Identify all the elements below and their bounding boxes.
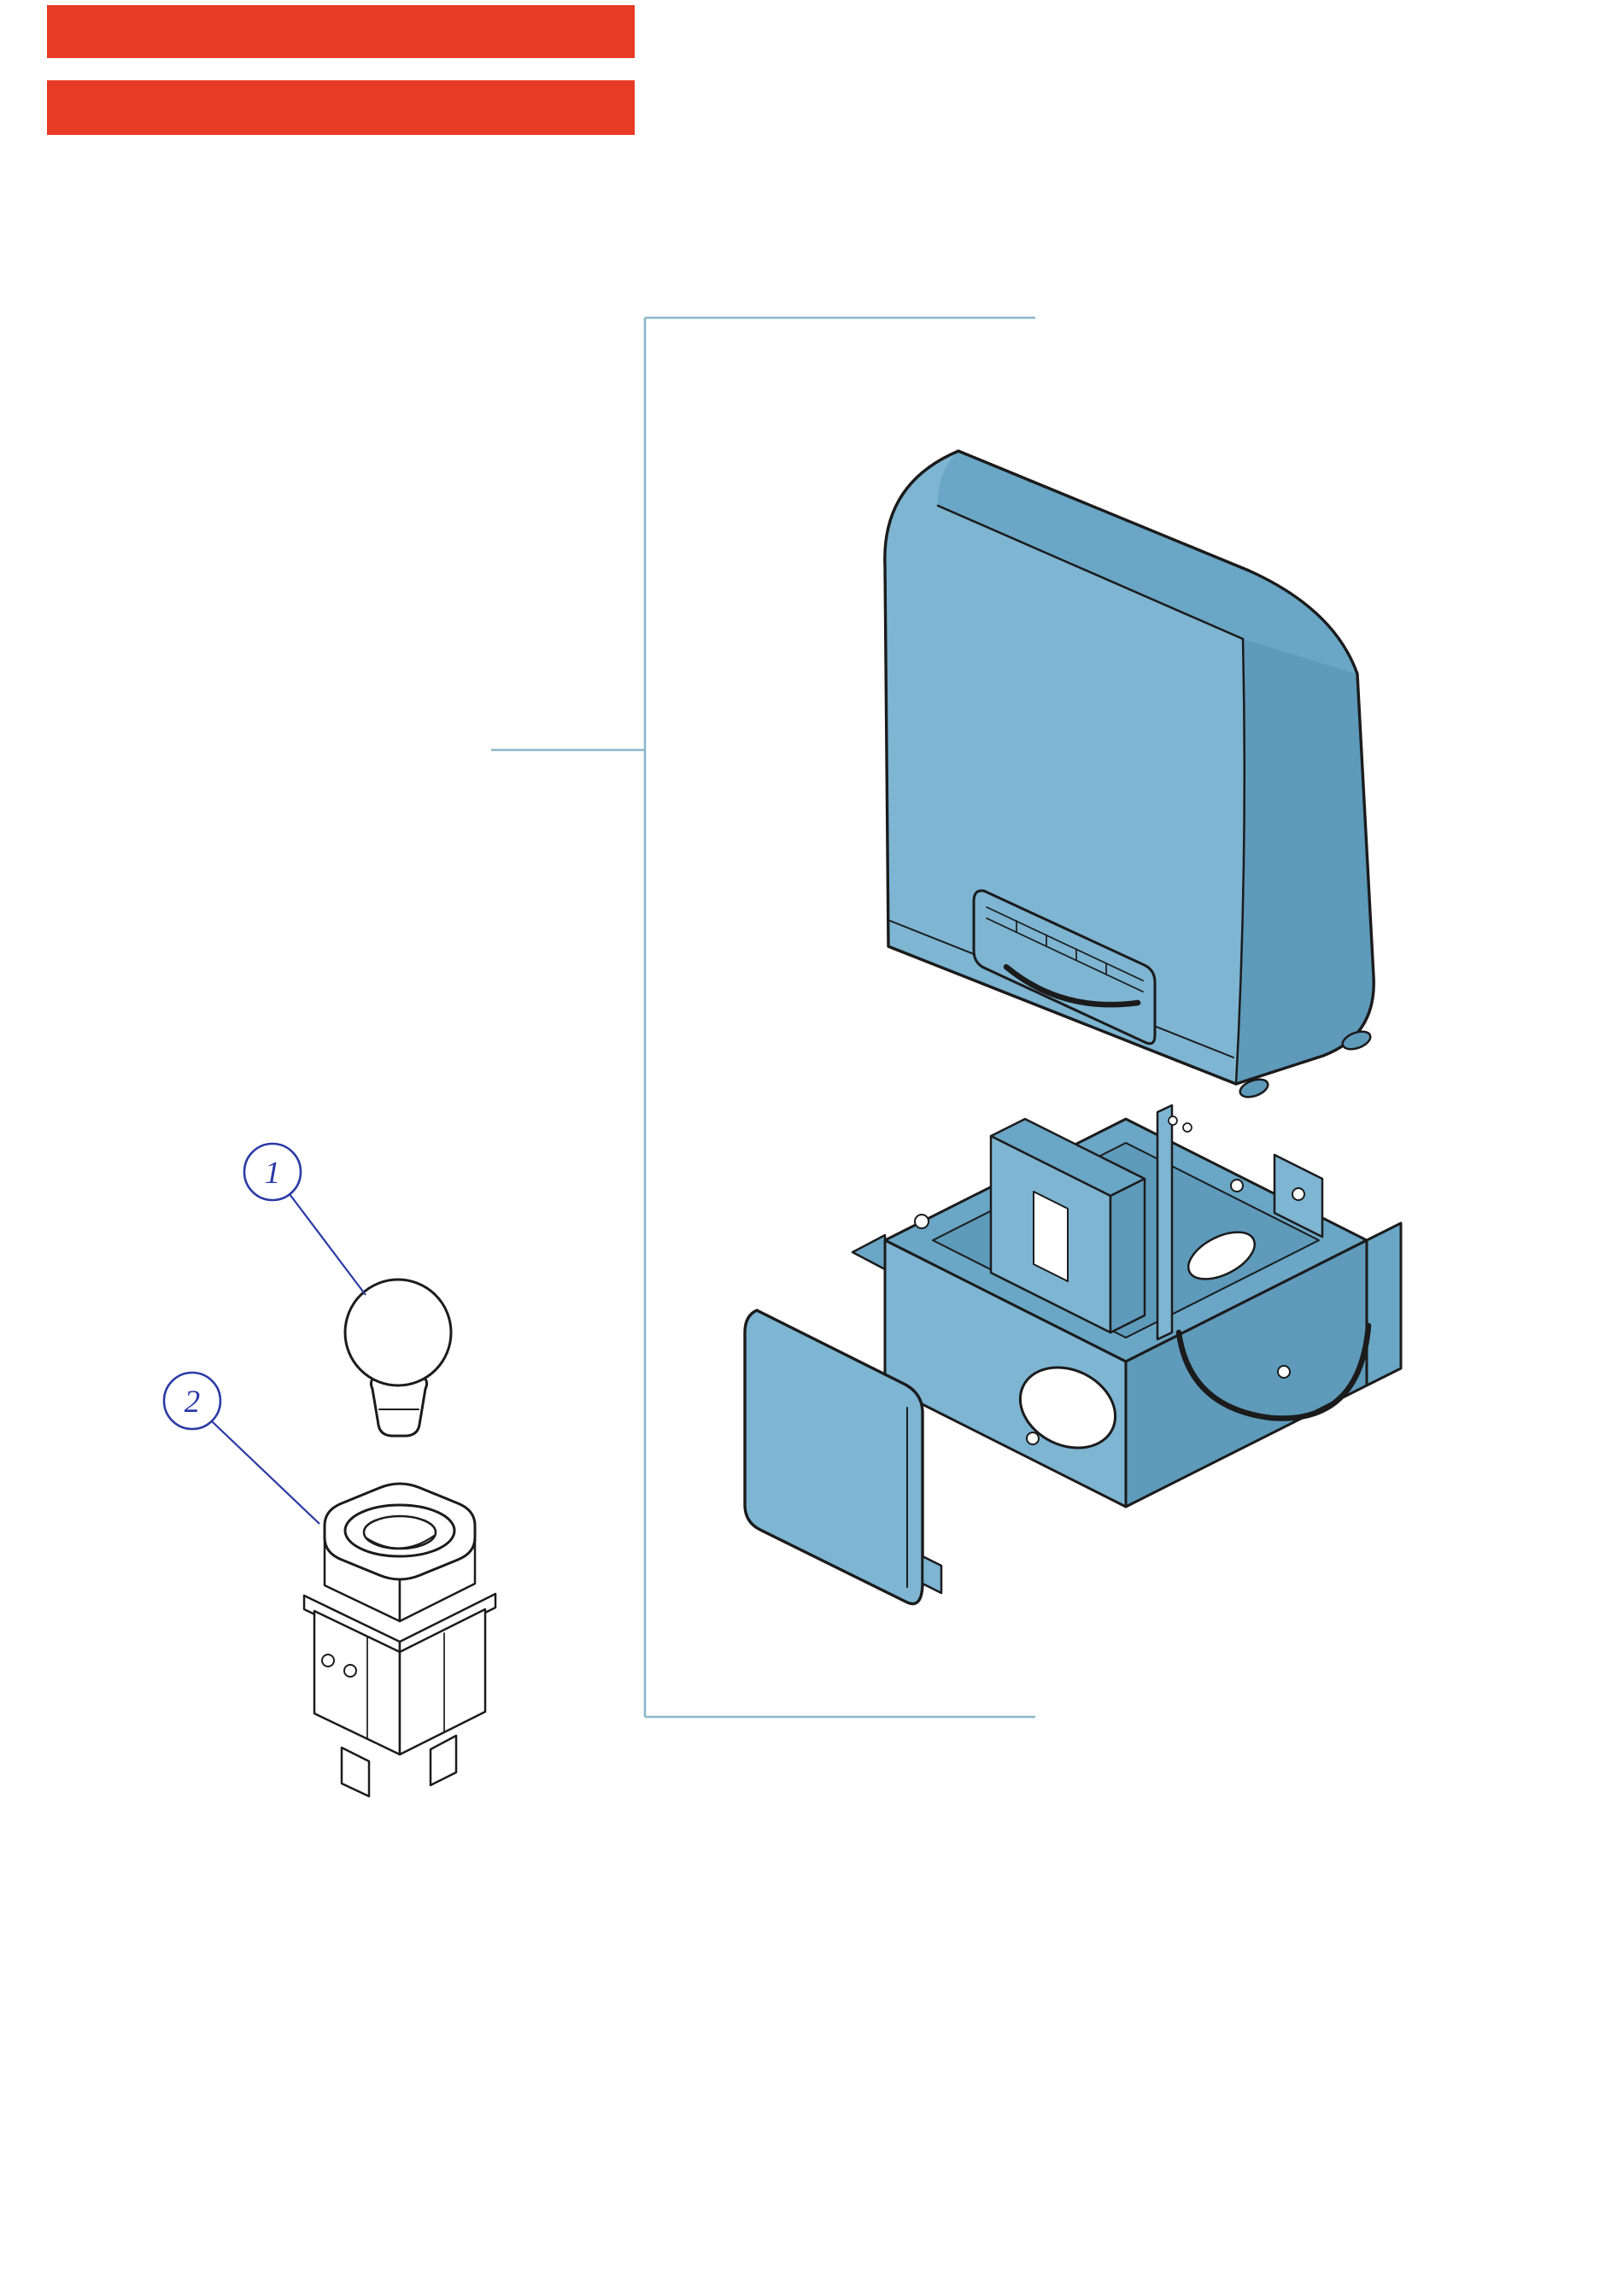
release-wire-handle bbox=[1175, 1322, 1372, 1421]
cover-outline bbox=[883, 449, 1375, 1086]
lens-slot-arc bbox=[1003, 964, 1141, 1008]
bulb-globe bbox=[343, 1278, 453, 1387]
holder-socket-depth-arc bbox=[365, 1535, 435, 1549]
lens-hatch-line-upper bbox=[986, 906, 1144, 981]
side-panel-drawing bbox=[743, 1309, 943, 1606]
red-bar-bottom bbox=[47, 80, 635, 135]
right-rear-flange-hole bbox=[1292, 1187, 1305, 1201]
base-screw-right-wall bbox=[1277, 1365, 1291, 1379]
cover-top-ridge-line bbox=[936, 504, 1245, 641]
holder-foot-right bbox=[429, 1734, 458, 1787]
base-screw-top-2 bbox=[1182, 1122, 1192, 1133]
callout-1: 1 bbox=[243, 1142, 366, 1296]
callout-1-label: 1 bbox=[265, 1156, 281, 1191]
holder-screw-1 bbox=[321, 1654, 335, 1667]
lens-hatch-line-lower bbox=[986, 917, 1144, 993]
holder-socket-hole bbox=[362, 1514, 437, 1550]
left-rim-ear bbox=[851, 1233, 887, 1271]
callout-1-balloon bbox=[243, 1142, 302, 1202]
callout-2: 2 bbox=[162, 1371, 320, 1525]
callout-2-leader-line bbox=[211, 1420, 320, 1525]
bulb-neck bbox=[369, 1375, 429, 1438]
holder-foot-left bbox=[340, 1746, 371, 1798]
callout-1-leader-line bbox=[289, 1193, 366, 1296]
motor-cover-drawing bbox=[883, 449, 1375, 1098]
pinion-hole bbox=[1018, 1366, 1117, 1450]
base-screw-left bbox=[914, 1214, 929, 1229]
back-plate-side bbox=[1109, 1177, 1146, 1334]
side-panel-tab bbox=[921, 1555, 943, 1595]
lamp-holder-drawing bbox=[302, 1482, 497, 1798]
holder-body-left-face bbox=[313, 1609, 401, 1756]
base-floor-hole bbox=[1187, 1231, 1256, 1280]
holder-screw-2 bbox=[343, 1664, 357, 1678]
base-wall-right-front bbox=[1124, 1239, 1368, 1508]
cover-top-face bbox=[937, 451, 1357, 674]
base-screw-front-wall bbox=[1026, 1432, 1040, 1445]
cover-foot-right bbox=[1341, 1030, 1372, 1051]
callout-2-label: 2 bbox=[185, 1385, 201, 1420]
back-post bbox=[1156, 1104, 1174, 1341]
chassis-base-drawing bbox=[851, 1104, 1403, 1508]
cover-foot-left bbox=[1239, 1078, 1269, 1098]
red-bar-top bbox=[47, 5, 635, 58]
back-plate-slot bbox=[1033, 1191, 1069, 1282]
assembly-bracket bbox=[491, 316, 1035, 1719]
light-bulb-drawing bbox=[343, 1278, 453, 1438]
base-screw-back bbox=[1230, 1179, 1244, 1192]
lens-hatch-ticks bbox=[1016, 920, 1107, 975]
side-panel-face bbox=[743, 1309, 924, 1606]
header-bars bbox=[47, 5, 635, 135]
callout-2-balloon bbox=[162, 1371, 222, 1431]
base-screw-top-1 bbox=[1168, 1116, 1178, 1126]
cover-corner-ridge-line bbox=[1234, 637, 1246, 1086]
cover-right-face bbox=[1236, 639, 1374, 1084]
right-step-flange bbox=[1365, 1221, 1403, 1387]
holder-body-right-face bbox=[398, 1608, 487, 1756]
